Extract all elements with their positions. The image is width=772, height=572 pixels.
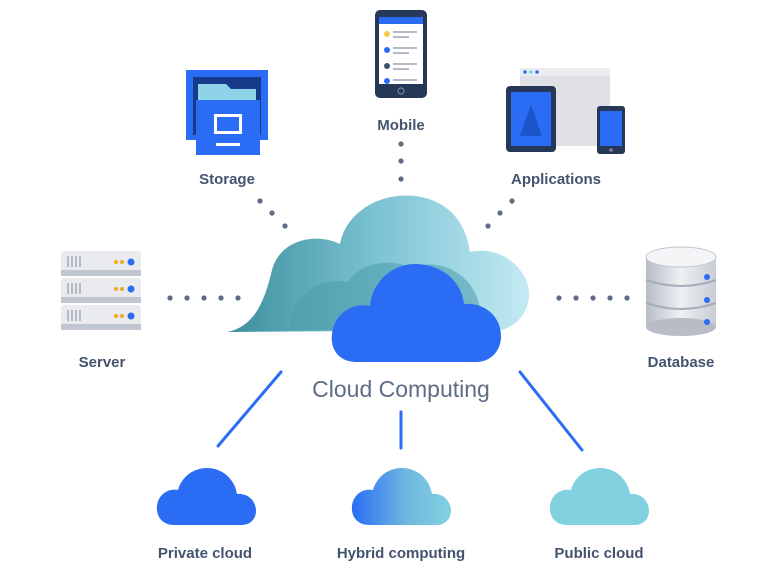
node-label-hybrid-computing: Hybrid computing: [336, 545, 466, 562]
devices-icon: [506, 68, 625, 154]
hybrid-cloud-icon: [351, 468, 451, 525]
node-label-database: Database: [647, 354, 715, 371]
node-label-mobile: Mobile: [377, 117, 425, 134]
folder-icon: [186, 70, 268, 155]
center-label: Cloud Computing: [312, 376, 490, 402]
node-label-applications: Applications: [510, 171, 601, 188]
node-label-public-cloud: Public cloud: [554, 545, 644, 562]
mobile-phone-icon: [375, 10, 427, 98]
server-icon: [61, 251, 141, 330]
node-label-server: Server: [78, 354, 126, 371]
connector-lines: [216, 370, 584, 452]
node-label-storage: Storage: [199, 171, 255, 188]
database-icon: [645, 246, 717, 336]
node-label-private-cloud: Private cloud: [157, 545, 253, 562]
connector-dots: [167, 141, 630, 301]
private-cloud-icon: [156, 468, 256, 525]
public-cloud-icon: [549, 468, 649, 525]
central-cloud-icon: [228, 195, 530, 362]
